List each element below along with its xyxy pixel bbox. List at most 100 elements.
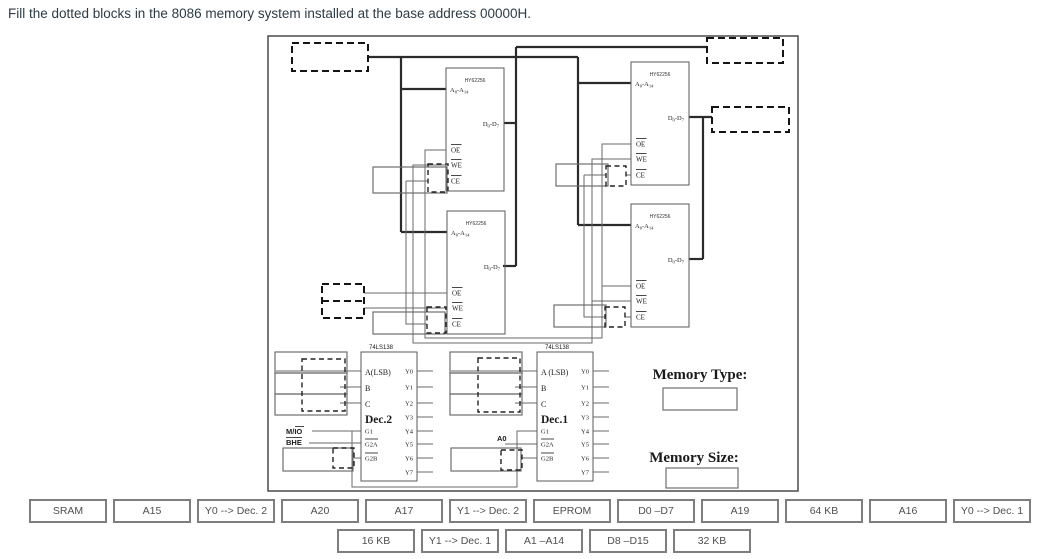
ce-pin-label: CE — [636, 172, 645, 180]
memory-size-answer-box[interactable] — [665, 467, 739, 489]
dashed-block-top-right[interactable] — [706, 37, 784, 64]
decoder-input-label: C — [541, 400, 546, 409]
decoder-output-label: Y7 — [405, 470, 414, 477]
signal-wire — [351, 430, 537, 488]
decoder-name: Dec.1 — [541, 414, 568, 426]
decoder-2: 74LS138A(LSB)BCDec.2G1G2AG2BY0Y1Y2Y3Y4Y5… — [360, 345, 433, 482]
decoder-input-label: A(LSB) — [365, 368, 391, 377]
decoder-output-label: Y2 — [405, 401, 413, 408]
dashed-block-ce-chip2[interactable] — [426, 306, 447, 334]
dashed-block-dec2-enable[interactable] — [332, 447, 355, 469]
dashed-block-ce-chip1[interactable] — [427, 163, 449, 193]
answer-chip[interactable]: 32 KB — [673, 529, 751, 553]
bhe-signal-label: BHE — [286, 438, 302, 447]
decoder-part-number: 74LS138 — [545, 345, 570, 351]
figure-border — [267, 35, 799, 492]
chip-pin-label: D0-D7 — [484, 264, 501, 271]
decoder-output-label: Y6 — [581, 456, 590, 463]
answer-chip[interactable]: A19 — [701, 499, 779, 523]
ce-pin-label: CE — [452, 321, 461, 329]
answer-chip[interactable]: D8 –D15 — [589, 529, 667, 553]
answer-chip[interactable]: A16 — [869, 499, 947, 523]
answer-chip[interactable]: A17 — [365, 499, 443, 523]
dec2-input-slot-a[interactable] — [274, 351, 348, 374]
dashed-block-top-left[interactable] — [291, 42, 369, 72]
question-title: Fill the dotted blocks in the 8086 memor… — [8, 6, 532, 21]
decoder-output-label: Y6 — [405, 456, 414, 463]
answer-chip[interactable]: 16 KB — [337, 529, 415, 553]
dashed-block-dec1-inputs[interactable] — [477, 357, 521, 413]
answer-chip[interactable]: A15 — [113, 499, 191, 523]
ce-slot-chip4[interactable] — [553, 304, 607, 328]
decoder-output-label: Y5 — [581, 442, 589, 449]
decoder-input-label: B — [541, 384, 546, 393]
oe-pin-label: OE — [452, 290, 461, 298]
ce-pin-label: CE — [636, 314, 645, 322]
dec2-input-slot-c[interactable] — [274, 393, 348, 416]
oe-pin-label: OE — [636, 283, 645, 291]
chip-pin-label: A0-A14 — [635, 81, 654, 88]
dec1-input-slot-a[interactable] — [449, 351, 523, 374]
ce-slot-chip1[interactable] — [372, 166, 448, 194]
decoder-name: Dec.2 — [365, 414, 392, 426]
answer-chip[interactable]: Y0 --> Dec. 1 — [953, 499, 1031, 523]
decoder-output-label: Y5 — [405, 442, 413, 449]
decoder-input-label: C — [365, 400, 370, 409]
decoder-enable-label: G2B — [365, 456, 378, 463]
memory-type-label: Memory Type: — [653, 367, 748, 383]
dec1-input-slot-b[interactable] — [449, 372, 523, 395]
decoder-input-label: B — [365, 384, 370, 393]
oe-pin-label: OE — [636, 141, 645, 149]
answer-chip[interactable]: A20 — [281, 499, 359, 523]
chip-body — [446, 210, 506, 335]
answer-chip[interactable]: Y1 --> Dec. 1 — [421, 529, 499, 553]
dashed-block-ce-chip4[interactable] — [604, 306, 626, 328]
decoder-enable-label: G2B — [541, 456, 554, 463]
we-pin-label: WE — [451, 162, 462, 170]
memory-size-label: Memory Size: — [649, 450, 739, 466]
oe-pin-label: OE — [451, 147, 460, 155]
dec2-input-slot-b[interactable] — [274, 372, 348, 395]
we-pin-label: WE — [636, 298, 647, 306]
answer-chip[interactable]: EPROM — [533, 499, 611, 523]
dec1-enable-slot[interactable] — [450, 447, 522, 472]
answer-chip[interactable]: A1 –A14 — [505, 529, 583, 553]
chip-pin-label: D0-D7 — [668, 257, 685, 264]
answer-chip[interactable]: D0 –D7 — [617, 499, 695, 523]
answer-chip[interactable]: Y0 --> Dec. 2 — [197, 499, 275, 523]
signal-wire — [424, 143, 631, 339]
dashed-block-dec2-inputs[interactable] — [301, 358, 346, 412]
ce-slot-chip2[interactable] — [372, 311, 446, 335]
bus-wires — [368, 45, 712, 268]
ce-pin-label: CE — [451, 178, 460, 186]
answer-chip[interactable]: 64 KB — [785, 499, 863, 523]
chip-pin-label: D0-D7 — [483, 121, 500, 128]
we-pin-label: WE — [452, 305, 463, 313]
dashed-block-dec1-enable[interactable] — [500, 449, 523, 471]
chip-part-number: HY62256 — [650, 214, 671, 220]
decoder-output-label: Y4 — [405, 429, 414, 436]
chip-part-number: HY62256 — [466, 221, 487, 227]
answer-chip[interactable]: Y1 --> Dec. 2 — [449, 499, 527, 523]
decoder-output-label: Y7 — [581, 470, 590, 477]
dec1-input-slot-c[interactable] — [449, 393, 523, 416]
chip-pin-label: D0-D7 — [668, 115, 685, 122]
answer-chip[interactable]: SRAM — [29, 499, 107, 523]
decoder-output-label: Y4 — [581, 429, 590, 436]
dashed-block-right-mid[interactable] — [711, 106, 790, 133]
memory-type-answer-box[interactable] — [662, 387, 738, 411]
chip-body — [630, 203, 690, 328]
dec2-enable-slot[interactable] — [282, 447, 354, 472]
decoder-input-label: A (LSB) — [541, 368, 569, 377]
chip-part-number: HY62256 — [650, 72, 671, 78]
ce-slot-chip3[interactable] — [555, 163, 609, 187]
decoder-output-label: Y3 — [405, 415, 413, 422]
chip-body — [445, 67, 505, 192]
dashed-block-ce-chip3[interactable] — [605, 165, 627, 187]
